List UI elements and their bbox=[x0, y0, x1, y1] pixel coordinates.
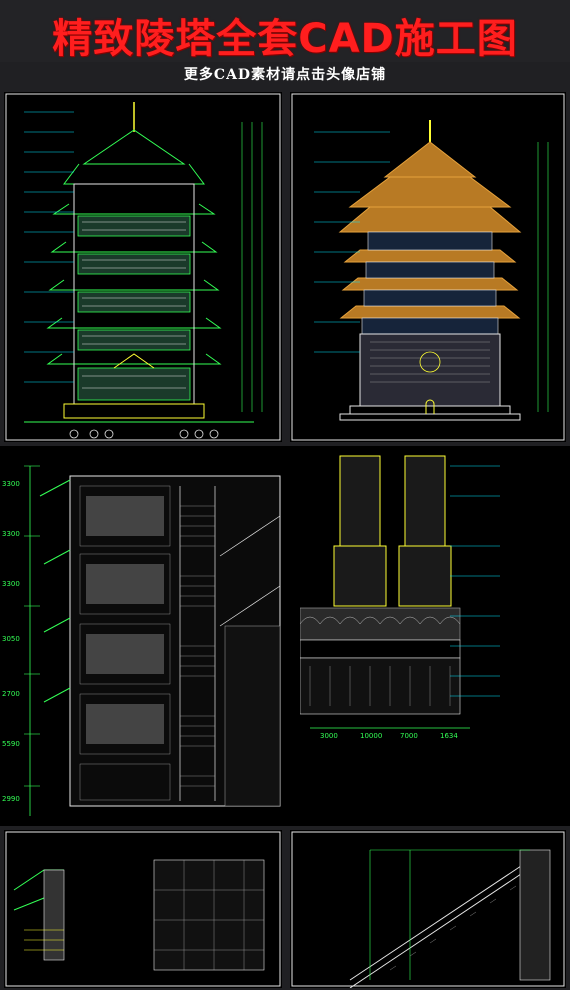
eave-detail-left-drawing bbox=[4, 830, 282, 988]
dimension-label: 3300 bbox=[2, 580, 20, 588]
dimension-label: 3050 bbox=[2, 635, 20, 643]
dimension-label: 3000 bbox=[320, 732, 338, 740]
dimension-label: 10000 bbox=[360, 732, 382, 740]
dimension-label: 2700 bbox=[2, 690, 20, 698]
page-title: 精致陵塔全套CAD施工图 bbox=[52, 16, 518, 62]
dimension-label: 3300 bbox=[2, 530, 20, 538]
dimension-label: 1634 bbox=[440, 732, 458, 740]
dimension-label: 2990 bbox=[2, 795, 20, 803]
pillar-elevation-drawing: 3000 10000 7000 1634 bbox=[300, 446, 570, 826]
page-subtitle: 更多CAD素材请点击头像店铺 bbox=[183, 67, 387, 83]
dimension-label: 3300 bbox=[2, 480, 20, 488]
dimension-label: 5590 bbox=[2, 740, 20, 748]
pagoda-section-drawing bbox=[4, 92, 282, 442]
stair-section-drawing: 3300 3300 3300 3050 2700 5590 2990 bbox=[0, 446, 300, 826]
dimension-label: 7000 bbox=[400, 732, 418, 740]
pagoda-elevation-drawing bbox=[290, 92, 566, 442]
title-banner: 精致陵塔全套CAD施工图 bbox=[0, 0, 570, 62]
eave-detail-right-drawing bbox=[290, 830, 566, 988]
